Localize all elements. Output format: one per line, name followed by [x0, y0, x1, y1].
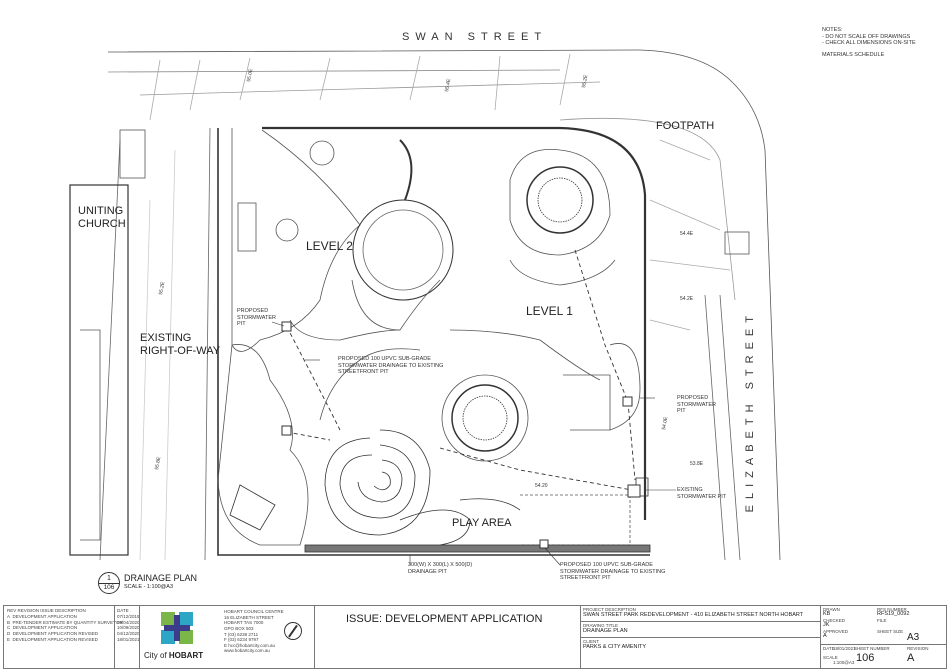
level-1-circle-top [526, 166, 594, 234]
elizabeth-street-label: ELIZABETH STREET [744, 310, 756, 513]
sheet-size-label: SHEET SIZE [877, 629, 904, 634]
level-mark: 55.2E [581, 74, 589, 89]
level-mark: 55.4E [444, 78, 452, 93]
client: PARKS & CITY AMENITY [583, 644, 647, 650]
title-block: REV REVISION ISSUE DESCRIPTION A DEVELOP… [3, 605, 947, 669]
revisions-header: REV REVISION ISSUE DESCRIPTION [7, 608, 86, 613]
drawing-ref-sheet: 106 [103, 583, 115, 591]
right-of-way-right [204, 127, 211, 561]
callout-drainage-pit: 300(W) X 300(L) X 500(D)DRAINAGE PIT [408, 562, 473, 575]
footpath-label: FOOTPATH [656, 120, 715, 132]
level-1-circle-bottom [441, 374, 529, 462]
drawn: KB [823, 611, 831, 617]
client-label: CLIENT [583, 639, 600, 644]
project-description: SWAN STREET PARK REDEVELOPMENT - 410 ELI… [583, 612, 804, 618]
revision: A [907, 652, 915, 664]
checked: JK [823, 622, 830, 628]
elizabeth-street-line-b [719, 294, 741, 561]
site-boundary [217, 128, 650, 556]
sheet-number: 106 [856, 652, 875, 664]
level-mark: 54.2E [680, 296, 694, 302]
approved-label: APPROVED [823, 629, 849, 634]
sheet-size: A3 [907, 632, 920, 643]
date: 18/01/2021 [833, 646, 856, 651]
swan-street-kerb [107, 49, 781, 561]
play-area-label: PLAY AREA [452, 517, 512, 529]
dates-header: DATE [117, 608, 129, 613]
drawing-ref-title: DRAINAGE PLAN [124, 573, 198, 583]
stormwater-pit-left [281, 321, 292, 332]
level-mark: 54.4E [680, 231, 694, 237]
pipe-route-left [286, 326, 341, 431]
drawing-ref-scale: SCALE - 1:100@A3 [124, 584, 173, 590]
elizabeth-street-line-a [704, 294, 726, 561]
dates-list: 07/12/2019 09/04/2020 10/09/2020 04/12/2… [117, 614, 140, 642]
approved: A [823, 633, 827, 639]
stormwater-pit-right [622, 396, 633, 407]
drawing-ref-number: 1 [107, 575, 111, 582]
level-1-label: LEVEL 1 [526, 304, 573, 318]
pipe-route-right [574, 249, 636, 481]
level-mark: 53.8E [690, 461, 704, 467]
rfs-label: RFS NUMBER [877, 607, 907, 612]
swan-street-label: SWAN STREET [402, 31, 548, 43]
existing-stormwater-pit [627, 484, 641, 498]
church-building [69, 184, 129, 556]
city-of-hobart-logo [161, 612, 195, 644]
stormwater-pit-left-lower [281, 425, 292, 436]
revisions-list: A DEVELOPMENT APPLICATION B PRE-TENDER E… [7, 614, 123, 642]
play-area-spiral [324, 429, 521, 546]
rfs-number: RFS19_0092 [877, 611, 910, 617]
drawing-title-label: DRAWING TITLE [583, 623, 619, 628]
project-label: PROJECT DESCRIPTION [583, 607, 636, 612]
footpath-curve [262, 126, 647, 520]
site-plan-drawing: 55.0E 55.4E 55.2E 55.2E 54.4E 54.2E 54.0… [69, 49, 781, 566]
revision-label: REVISION [907, 646, 929, 651]
level-2-path [231, 129, 361, 352]
bottom-wall [304, 544, 651, 553]
right-of-way-left [99, 139, 121, 561]
date-label: DATE [823, 646, 835, 651]
logo-text: City of HOBART [144, 651, 204, 660]
council-address: HOBART COUNCIL CENTRE 16 ELIZABETH STREE… [224, 609, 284, 654]
north-arrow-icon [284, 622, 302, 640]
level-mark: 55.8E [154, 456, 162, 471]
level-2-circle [352, 199, 454, 301]
swan-street-boundary [107, 69, 561, 73]
sheet-number-label: SHEET NUMBER [854, 646, 890, 651]
file-label: FILE [877, 618, 887, 623]
level-2-label: LEVEL 2 [306, 239, 353, 253]
drawn-label: DRAWN [823, 607, 840, 612]
drawing-ref-bubble: 1 106 [98, 572, 120, 594]
scale: 1:100@A3 [833, 660, 855, 665]
level-mark: 54.0E [661, 416, 669, 431]
checked-label: CHECKED [823, 618, 846, 623]
drawing-title: DRAINAGE PLAN [583, 628, 628, 634]
scale-label: SCALE [823, 655, 838, 660]
issue-status: ISSUE: DEVELOPMENT APPLICATION [346, 613, 543, 625]
level-1-path [509, 148, 611, 256]
drainage-pit [539, 539, 549, 549]
level-mark: 55.0E [246, 68, 254, 83]
level-mark: 55.2E [158, 281, 166, 296]
level-mark: 54.20 [535, 483, 548, 489]
notes-block: NOTES: - DO NOT SCALE OFF DRAWINGS - CHE… [822, 27, 916, 58]
